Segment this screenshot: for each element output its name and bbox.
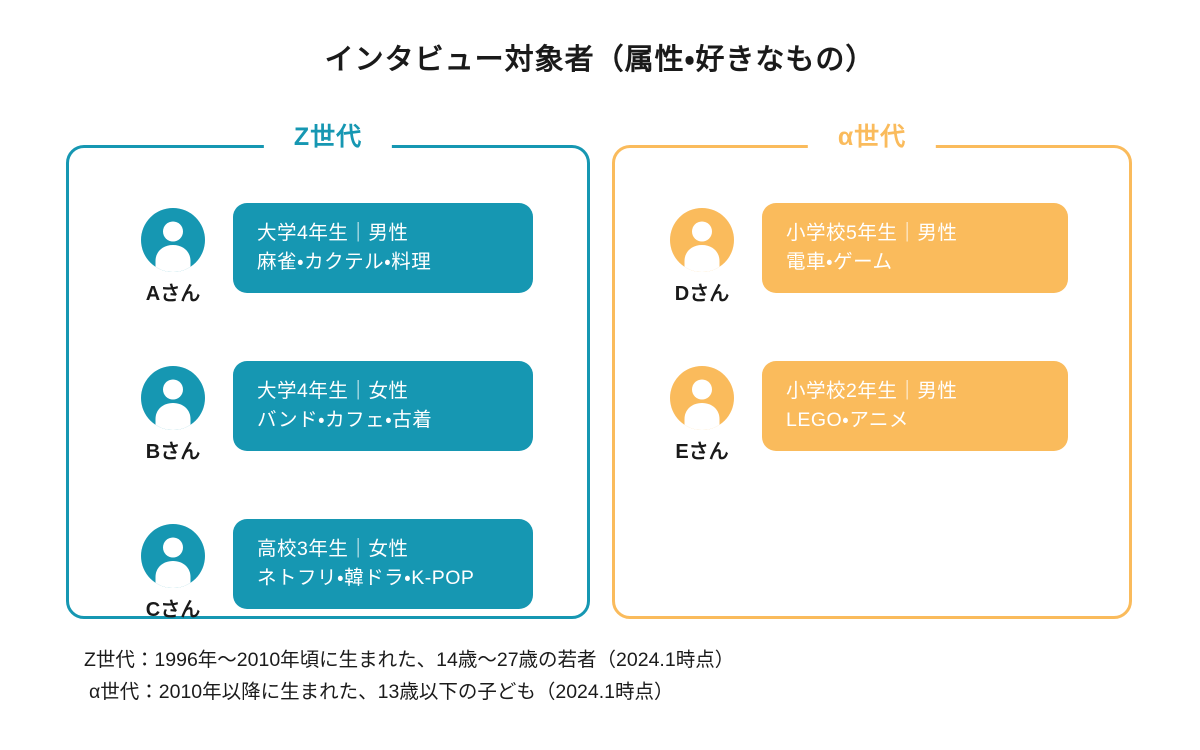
- member-name: Cさん: [145, 599, 201, 621]
- footnote-gen-alpha: α世代：2010年以降に生まれた、13歳以下の子ども（2024.1時点）: [89, 681, 674, 703]
- person-icon: [670, 208, 734, 272]
- member-card: 大学4年生｜男性 麻雀・カクテル・料理: [233, 203, 533, 293]
- member-attribute: 大学4年生｜男性: [257, 222, 409, 244]
- member-likes: 電車・ゲーム: [786, 251, 893, 273]
- group-gen-z: Z世代 Aさん 大学4年生｜男性 麻雀・カクテル・料理: [66, 120, 590, 622]
- footnotes: Z世代：1996年〜2010年頃に生まれた、14歳〜27歳の若者（2024.1時…: [84, 644, 734, 708]
- group-gen-z-label: Z世代: [263, 120, 393, 156]
- person-icon: [141, 524, 205, 588]
- person-icon: [141, 208, 205, 272]
- member-card: 高校3年生｜女性 ネトフリ・韓ドラ・K-POP: [233, 519, 533, 609]
- group-gen-alpha: α世代 Dさん 小学校5年生｜男性 電車・ゲーム: [612, 120, 1132, 619]
- member-name: Dさん: [674, 283, 730, 305]
- member-row: Bさん 大学4年生｜女性 バンド・カフェ・古着: [69, 361, 587, 464]
- member-likes: バンド・カフェ・古着: [257, 409, 433, 431]
- member-row: Eさん 小学校2年生｜男性 LEGO・アニメ: [615, 361, 1129, 464]
- member-row: Aさん 大学4年生｜男性 麻雀・カクテル・料理: [69, 203, 587, 306]
- member-likes: ネトフリ・韓ドラ・K-POP: [257, 567, 475, 589]
- member-card: 小学校5年生｜男性 電車・ゲーム: [762, 203, 1068, 293]
- footnote-gen-z: Z世代：1996年〜2010年頃に生まれた、14歳〜27歳の若者（2024.1時…: [84, 649, 735, 671]
- member-attribute: 小学校5年生｜男性: [786, 222, 958, 244]
- member-attribute: 高校3年生｜女性: [257, 538, 409, 560]
- member-attribute: 小学校2年生｜男性: [786, 380, 958, 402]
- member-likes: 麻雀・カクテル・料理: [257, 251, 432, 273]
- member-name: Aさん: [145, 283, 201, 305]
- group-gen-z-member-list: Aさん 大学4年生｜男性 麻雀・カクテル・料理 Bさ: [69, 203, 587, 622]
- member-avatar-block: Bさん: [141, 361, 205, 464]
- member-name: Eさん: [675, 441, 729, 463]
- member-row: Cさん 高校3年生｜女性 ネトフリ・韓ドラ・K-POP: [69, 519, 587, 622]
- group-gen-alpha-member-list: Dさん 小学校5年生｜男性 電車・ゲーム Eさん: [615, 203, 1129, 464]
- member-attribute: 大学4年生｜女性: [257, 380, 409, 402]
- member-avatar-block: Cさん: [141, 519, 205, 622]
- page-title: インタビュー対象者（属性・好きなもの）: [324, 44, 876, 76]
- member-row: Dさん 小学校5年生｜男性 電車・ゲーム: [615, 203, 1129, 306]
- member-avatar-block: Dさん: [670, 203, 734, 306]
- person-icon: [670, 366, 734, 430]
- member-avatar-block: Aさん: [141, 203, 205, 306]
- member-card: 大学4年生｜女性 バンド・カフェ・古着: [233, 361, 533, 451]
- member-avatar-block: Eさん: [670, 361, 734, 464]
- member-card: 小学校2年生｜男性 LEGO・アニメ: [762, 361, 1068, 451]
- person-icon: [141, 366, 205, 430]
- member-name: Bさん: [145, 441, 201, 463]
- member-likes: LEGO・アニメ: [786, 409, 909, 431]
- group-gen-alpha-label: α世代: [807, 120, 937, 156]
